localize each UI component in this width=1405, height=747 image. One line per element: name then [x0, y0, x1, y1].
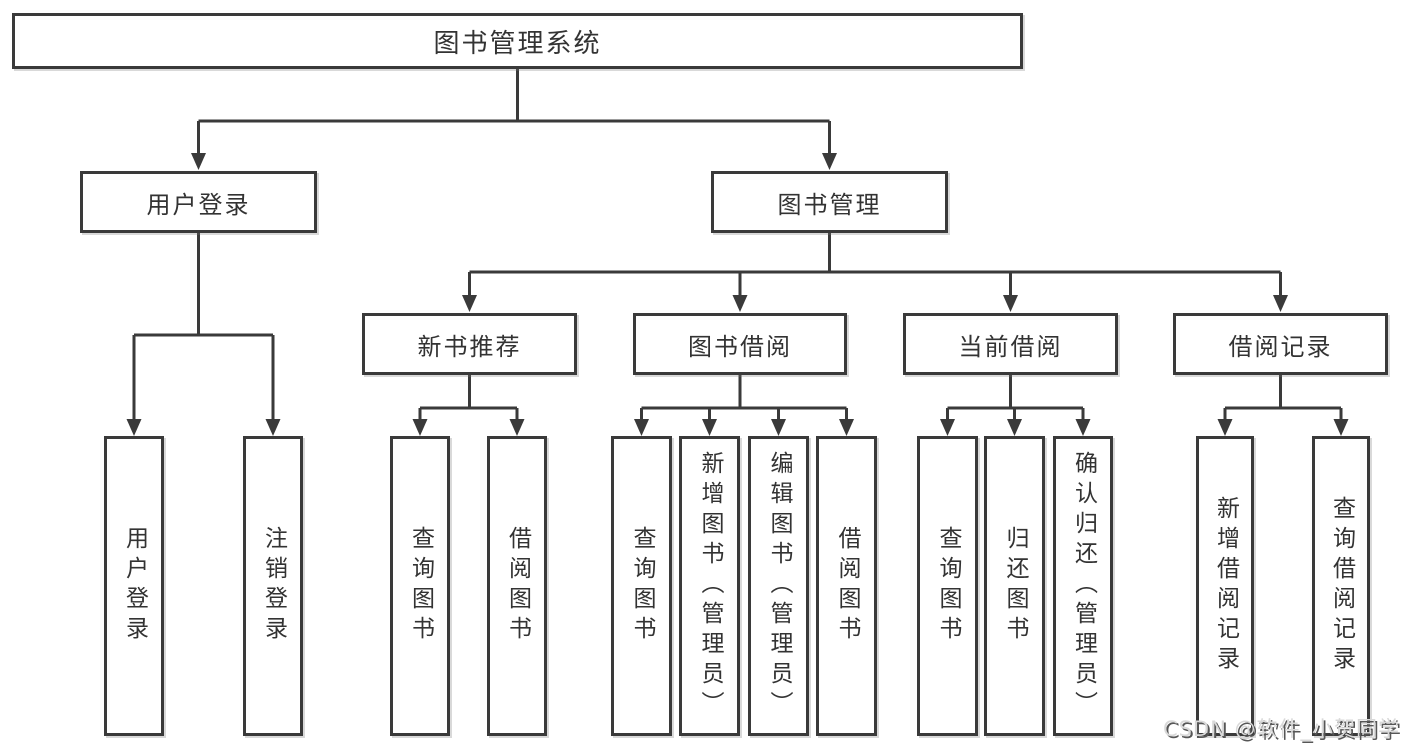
- leaf-borrow-books-borrowing: 借阅图书: [816, 436, 877, 736]
- leaf-confirm-return-admin: 确认归还（管理员）: [1053, 436, 1113, 736]
- leaf-add-borrow-record: 新增借阅记录: [1196, 436, 1254, 736]
- leaf-query-borrow-record: 查询借阅记录: [1312, 436, 1370, 736]
- node-borrowing-records: 借阅记录: [1173, 313, 1388, 375]
- leaf-user-login: 用户登录: [104, 436, 164, 736]
- leaf-return-books: 归还图书: [984, 436, 1045, 736]
- leaf-borrow-books-recommendation: 借阅图书: [487, 436, 547, 736]
- arrowhead-icons: [126, 153, 1349, 436]
- leaf-add-book-admin: 新增图书（管理员）: [679, 436, 740, 736]
- csdn-watermark: CSDN @软件_小贺同学: [1162, 717, 1400, 741]
- leaf-query-books-borrowing: 查询图书: [611, 436, 672, 736]
- node-user-login: 用户登录: [80, 171, 317, 233]
- leaf-query-books-recommendation: 查询图书: [390, 436, 450, 736]
- node-current-borrowing: 当前借阅: [903, 313, 1118, 375]
- leaf-edit-book-admin: 编辑图书（管理员）: [748, 436, 809, 736]
- node-library-management-system: 图书管理系统: [12, 13, 1023, 69]
- node-book-borrowing: 图书借阅: [633, 313, 847, 375]
- leaf-query-books-current: 查询图书: [917, 436, 978, 736]
- node-new-book-recommendation: 新书推荐: [362, 313, 577, 375]
- leaf-logout: 注销登录: [243, 436, 303, 736]
- node-book-management: 图书管理: [711, 171, 948, 233]
